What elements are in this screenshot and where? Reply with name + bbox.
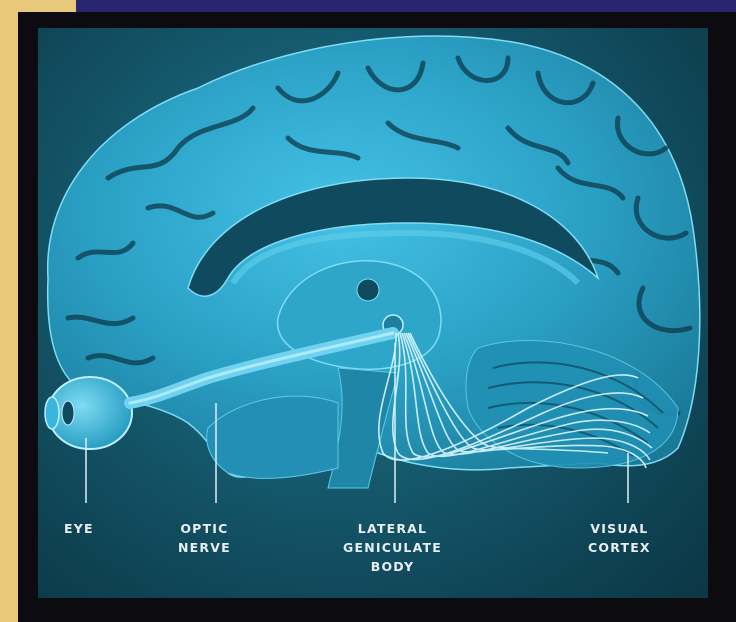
eye-cornea	[45, 397, 59, 429]
tan-border-corner	[18, 0, 76, 12]
eye-lens	[62, 401, 74, 425]
eye-label: EYE	[64, 519, 94, 538]
eyeball	[48, 377, 132, 449]
thalamus-hole	[357, 279, 379, 301]
brain-illustration-panel: EYE OPTIC NERVE LATERAL GENICULATE BODY …	[38, 28, 708, 598]
optic-nerve-label: OPTIC NERVE	[178, 519, 231, 557]
tan-border-strip	[0, 0, 18, 622]
lateral-geniculate-body-label: LATERAL GENICULATE BODY	[343, 519, 442, 576]
visual-cortex-label: VISUAL CORTEX	[588, 519, 651, 557]
brain-diagram	[38, 28, 708, 598]
